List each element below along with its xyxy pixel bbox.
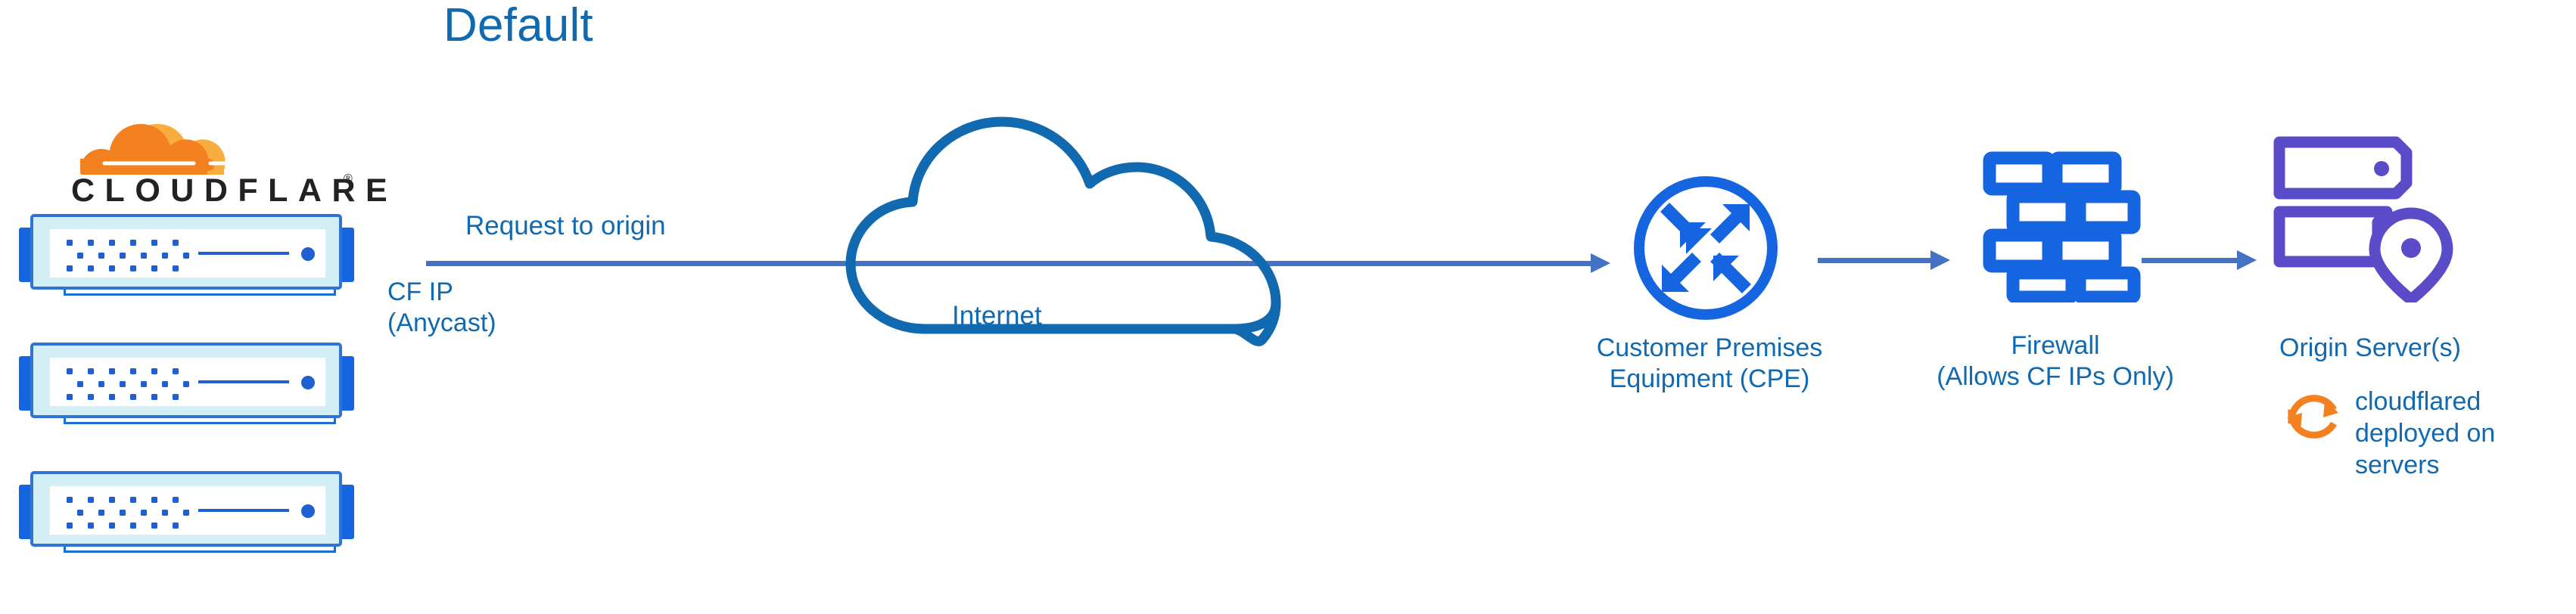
arrow-shaft — [426, 261, 1591, 266]
server-chassis — [30, 471, 342, 547]
cloudflared-annotation-label: cloudflared deployed on servers — [2355, 387, 2496, 479]
flow-arrow-edge-to-cpe — [426, 253, 1610, 273]
internet-label: Internet — [952, 301, 1042, 330]
server-front-panel — [50, 358, 325, 406]
internet-cloud-icon — [825, 102, 1294, 352]
flow-arrow-cpe-to-firewall — [1818, 250, 1950, 270]
arrow-shaft — [1818, 258, 1930, 263]
cloudflare-logo: CLOUDFLARE ® — [32, 106, 387, 212]
cpe-label: Customer Premises Equipment (CPE) — [1596, 333, 1823, 393]
flow-arrow-firewall-to-origin — [2142, 250, 2257, 270]
server-led-icon — [301, 247, 315, 261]
server-led-icon — [301, 376, 315, 389]
cloudflare-cloud-mark — [80, 124, 238, 175]
router-icon — [1630, 172, 1781, 324]
cloudflare-edge-server-2 — [17, 341, 359, 430]
firewall-label: Firewall (Allows CF IPs Only) — [1937, 331, 2174, 391]
server-status-bar — [198, 380, 289, 383]
server-led-icon — [301, 504, 315, 518]
server-chassis — [30, 343, 342, 418]
server-chassis — [30, 214, 342, 290]
arrow-head-icon — [2237, 250, 2257, 270]
origin-server-label: Origin Server(s) — [2279, 333, 2461, 362]
cloudflare-edge-server-1 — [17, 212, 359, 302]
brick-wall-icon — [1983, 151, 2142, 304]
cf-ip-anycast-label: CF IP (Anycast) — [387, 278, 496, 337]
origin-server-pin-icon — [2273, 136, 2464, 305]
cloudflare-wordmark: CLOUDFLARE — [71, 172, 398, 209]
request-to-origin-label: Request to origin — [465, 211, 666, 240]
sync-arrows-icon — [2278, 380, 2347, 449]
server-front-panel — [50, 229, 325, 278]
server-front-panel — [50, 486, 325, 535]
registered-trademark-icon: ® — [344, 172, 353, 185]
cloudflare-edge-server-3 — [17, 470, 359, 559]
page-title: Default — [443, 0, 593, 51]
server-status-bar — [198, 252, 289, 255]
arrow-shaft — [2142, 258, 2237, 263]
arrow-head-icon — [1930, 250, 1950, 270]
arrow-head-icon — [1591, 253, 1610, 273]
server-status-bar — [198, 509, 289, 512]
